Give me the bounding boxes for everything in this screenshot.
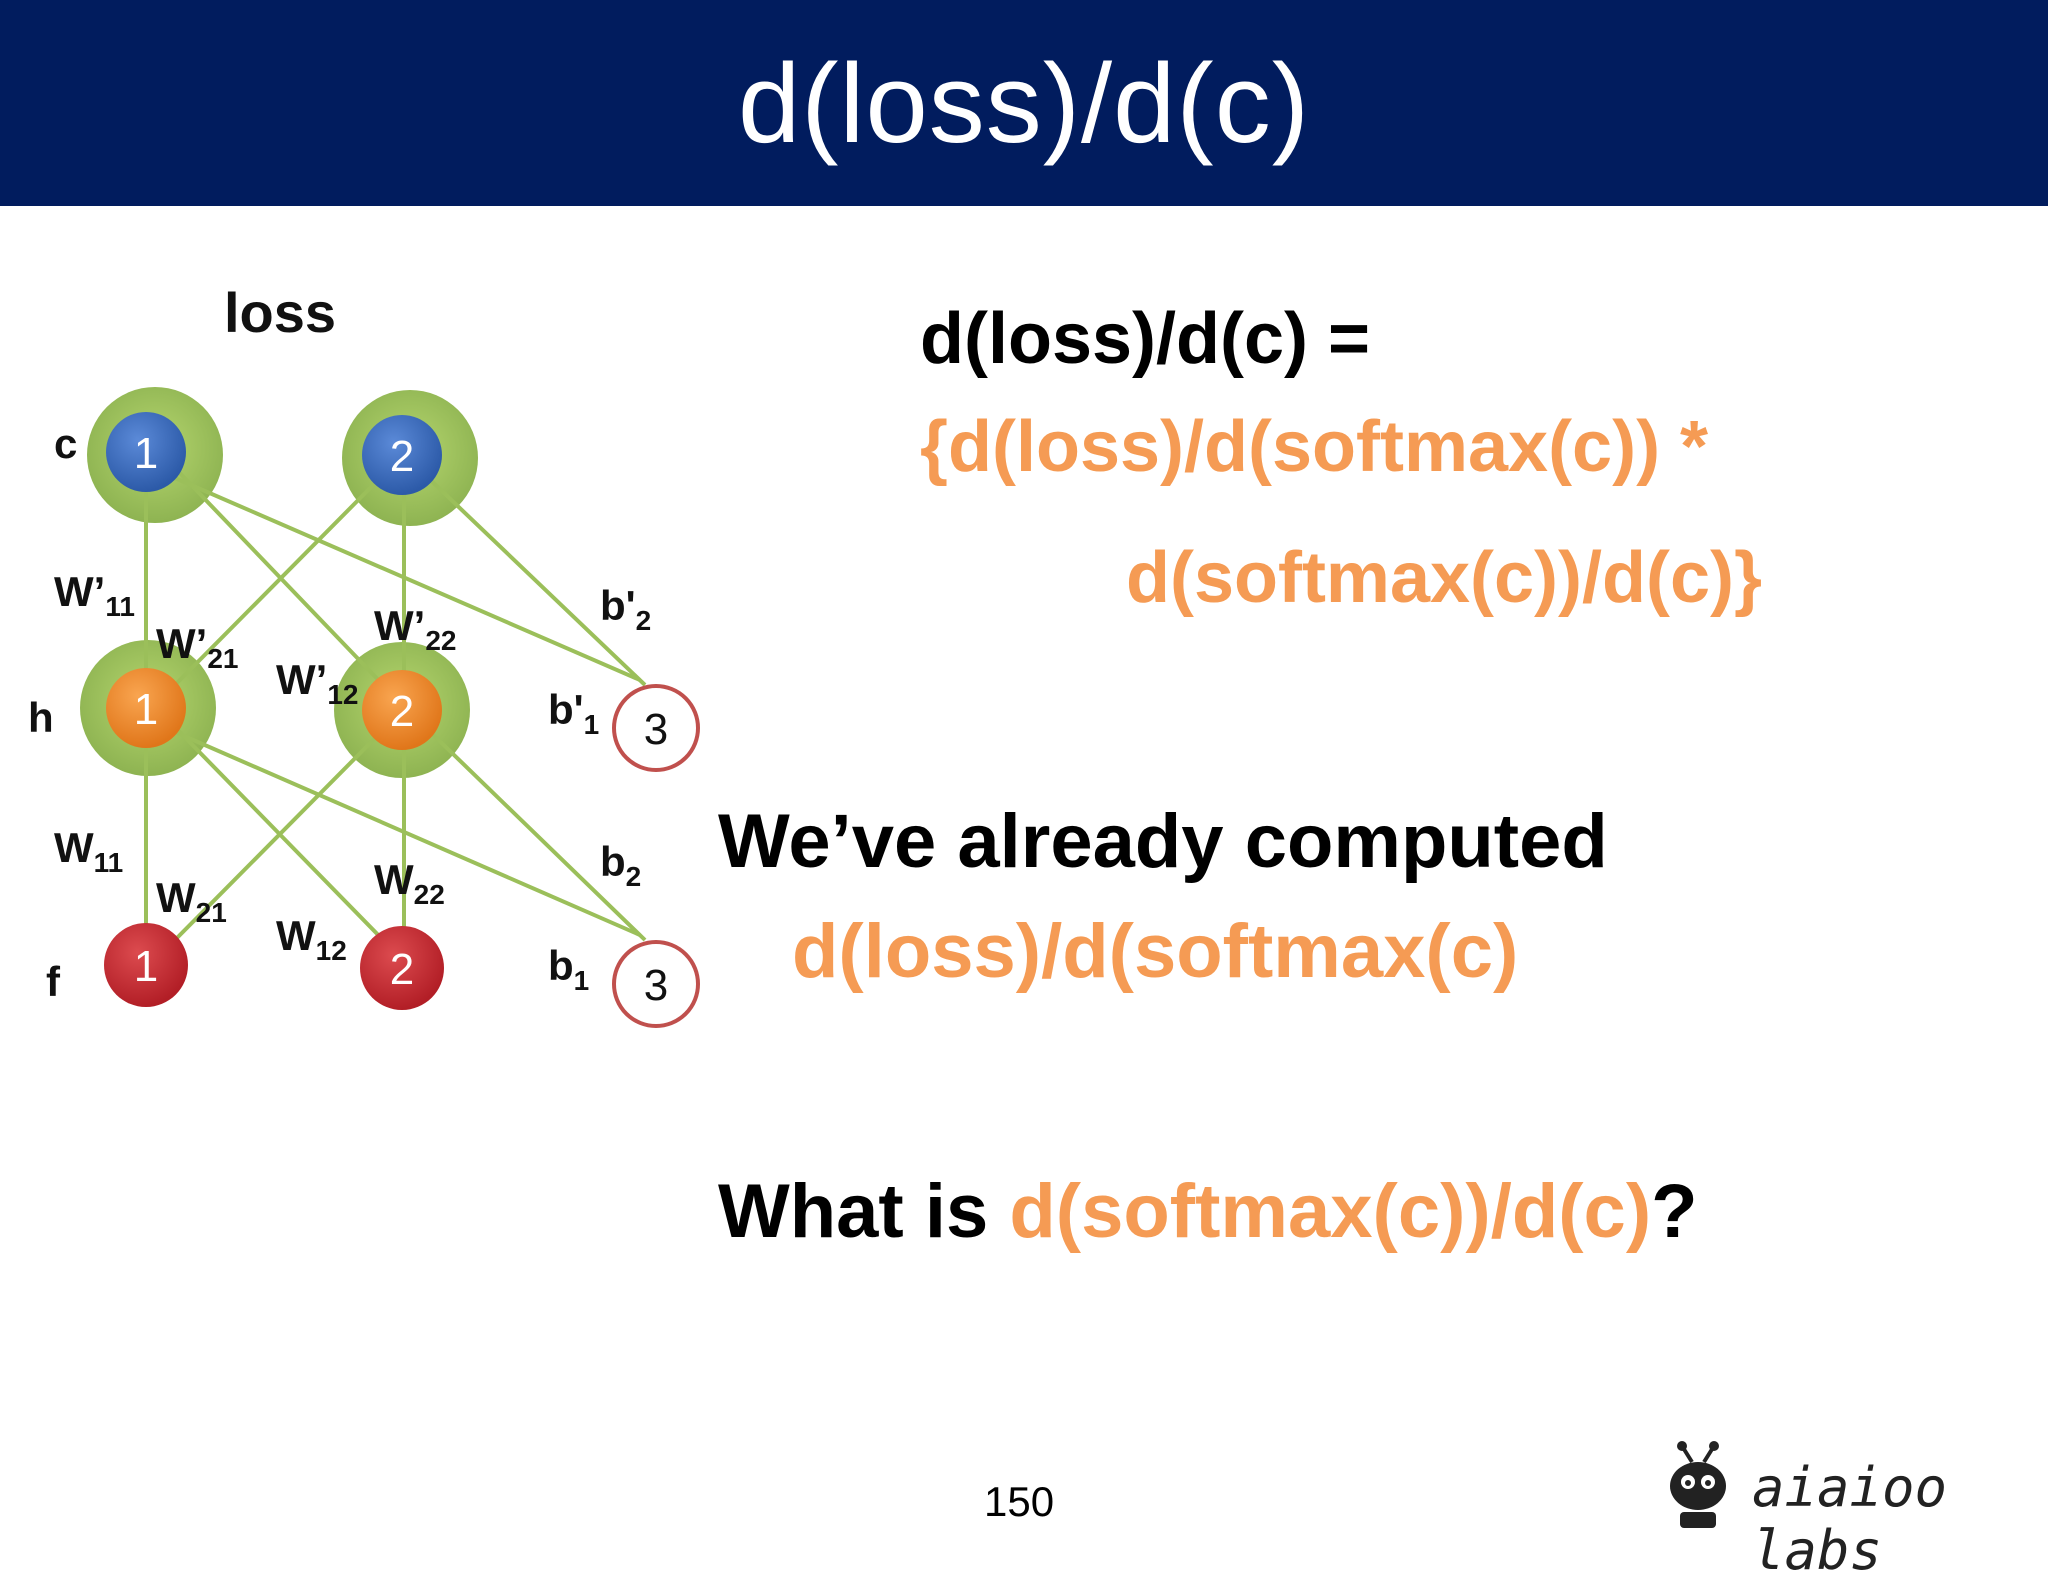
bias-label-upper-b1: b'1 — [548, 686, 599, 740]
slide-title: d(loss)/d(c) — [737, 40, 1311, 166]
weight-label-lower-w22: W22 — [374, 856, 445, 910]
edge-b-h1 — [174, 730, 641, 937]
bias-label-upper-b2: b'2 — [600, 582, 651, 636]
node-f1-label: 1 — [134, 942, 158, 991]
bias-label-lower-b1: b1 — [548, 942, 589, 996]
layer-label-h: h — [28, 694, 54, 741]
title-bar — [0, 0, 2048, 206]
page-number: 150 — [984, 1478, 1055, 1525]
weight-label-upper-w11: W’11 — [54, 568, 135, 622]
bias-label-lower-b2: b2 — [600, 838, 641, 892]
node-c1-circle — [106, 412, 186, 492]
logo-text: aiaioo labs — [1752, 1456, 1948, 1582]
lower-edges — [144, 710, 647, 965]
layer-label-f: f — [46, 958, 61, 1005]
bias-node-lower-ring — [612, 940, 700, 1028]
layer-label-c: c — [54, 420, 77, 467]
equation-line-1: {d(loss)/d(softmax(c)) * — [920, 407, 1709, 487]
bias-node-upper: 3 — [612, 684, 700, 772]
note-line-2: d(loss)/d(softmax(c) — [792, 909, 1519, 994]
node-h2: 2 — [362, 670, 442, 750]
node-f1-circle — [104, 923, 188, 1007]
node-h2-label: 2 — [390, 687, 414, 736]
question-suffix: ? — [1651, 1169, 1698, 1254]
edge-b-h2 — [418, 720, 647, 942]
weight-label-upper-w21: W’21 — [156, 620, 238, 674]
weight-label-upper-w22: W’22 — [374, 602, 456, 656]
question: What is d(softmax(c))/d(c)? — [718, 1174, 1698, 1250]
bias-node-lower-label: 3 — [644, 961, 668, 1010]
node-h2-circle — [362, 670, 442, 750]
aiaioo-robot-logo-icon — [1670, 1441, 1726, 1528]
bias-node-lower: 3 — [612, 940, 700, 1028]
node-h1-circle — [106, 668, 186, 748]
question-prefix: What is — [718, 1169, 1010, 1254]
node-f2: 2 — [360, 926, 444, 1010]
upper-edges — [144, 455, 647, 710]
node-c1: 1 — [106, 412, 186, 492]
node-c2: 2 — [362, 415, 442, 495]
node-h1-label: 1 — [134, 685, 158, 734]
loss-label: loss — [224, 281, 336, 344]
equation-lhs: d(loss)/d(c) = — [920, 299, 1371, 379]
node-f2-label: 2 — [390, 945, 414, 994]
weight-label-lower-w11: W11 — [54, 824, 123, 878]
edge-h1-c2 — [168, 468, 390, 692]
node-f1: 1 — [104, 923, 188, 1007]
node-c2-circle — [362, 415, 442, 495]
edge-b-c2 — [418, 468, 647, 687]
node-c1-label: 1 — [134, 429, 158, 478]
weight-label-lower-w21: W21 — [156, 874, 227, 928]
weight-label-upper-w12: W’12 — [276, 656, 358, 710]
node-c2-label: 2 — [390, 432, 414, 481]
equation-line-2: d(softmax(c))/d(c)} — [1126, 538, 1763, 618]
weight-label-lower-w12: W12 — [276, 912, 347, 966]
edge-f1-h2 — [168, 723, 390, 947]
bias-node-upper-ring — [612, 684, 700, 772]
bias-node-upper-label: 3 — [644, 705, 668, 754]
node-f2-circle — [360, 926, 444, 1010]
network-diagram: 1 2 1 2 1 2 3 3 loss c h f W’11 W’21 W’1… — [28, 281, 700, 1028]
note-line-1: We’ve already computed — [718, 799, 1608, 884]
question-highlight: d(softmax(c))/d(c) — [1009, 1169, 1652, 1254]
node-h1: 1 — [106, 668, 186, 748]
edge-b-c1 — [174, 476, 641, 682]
